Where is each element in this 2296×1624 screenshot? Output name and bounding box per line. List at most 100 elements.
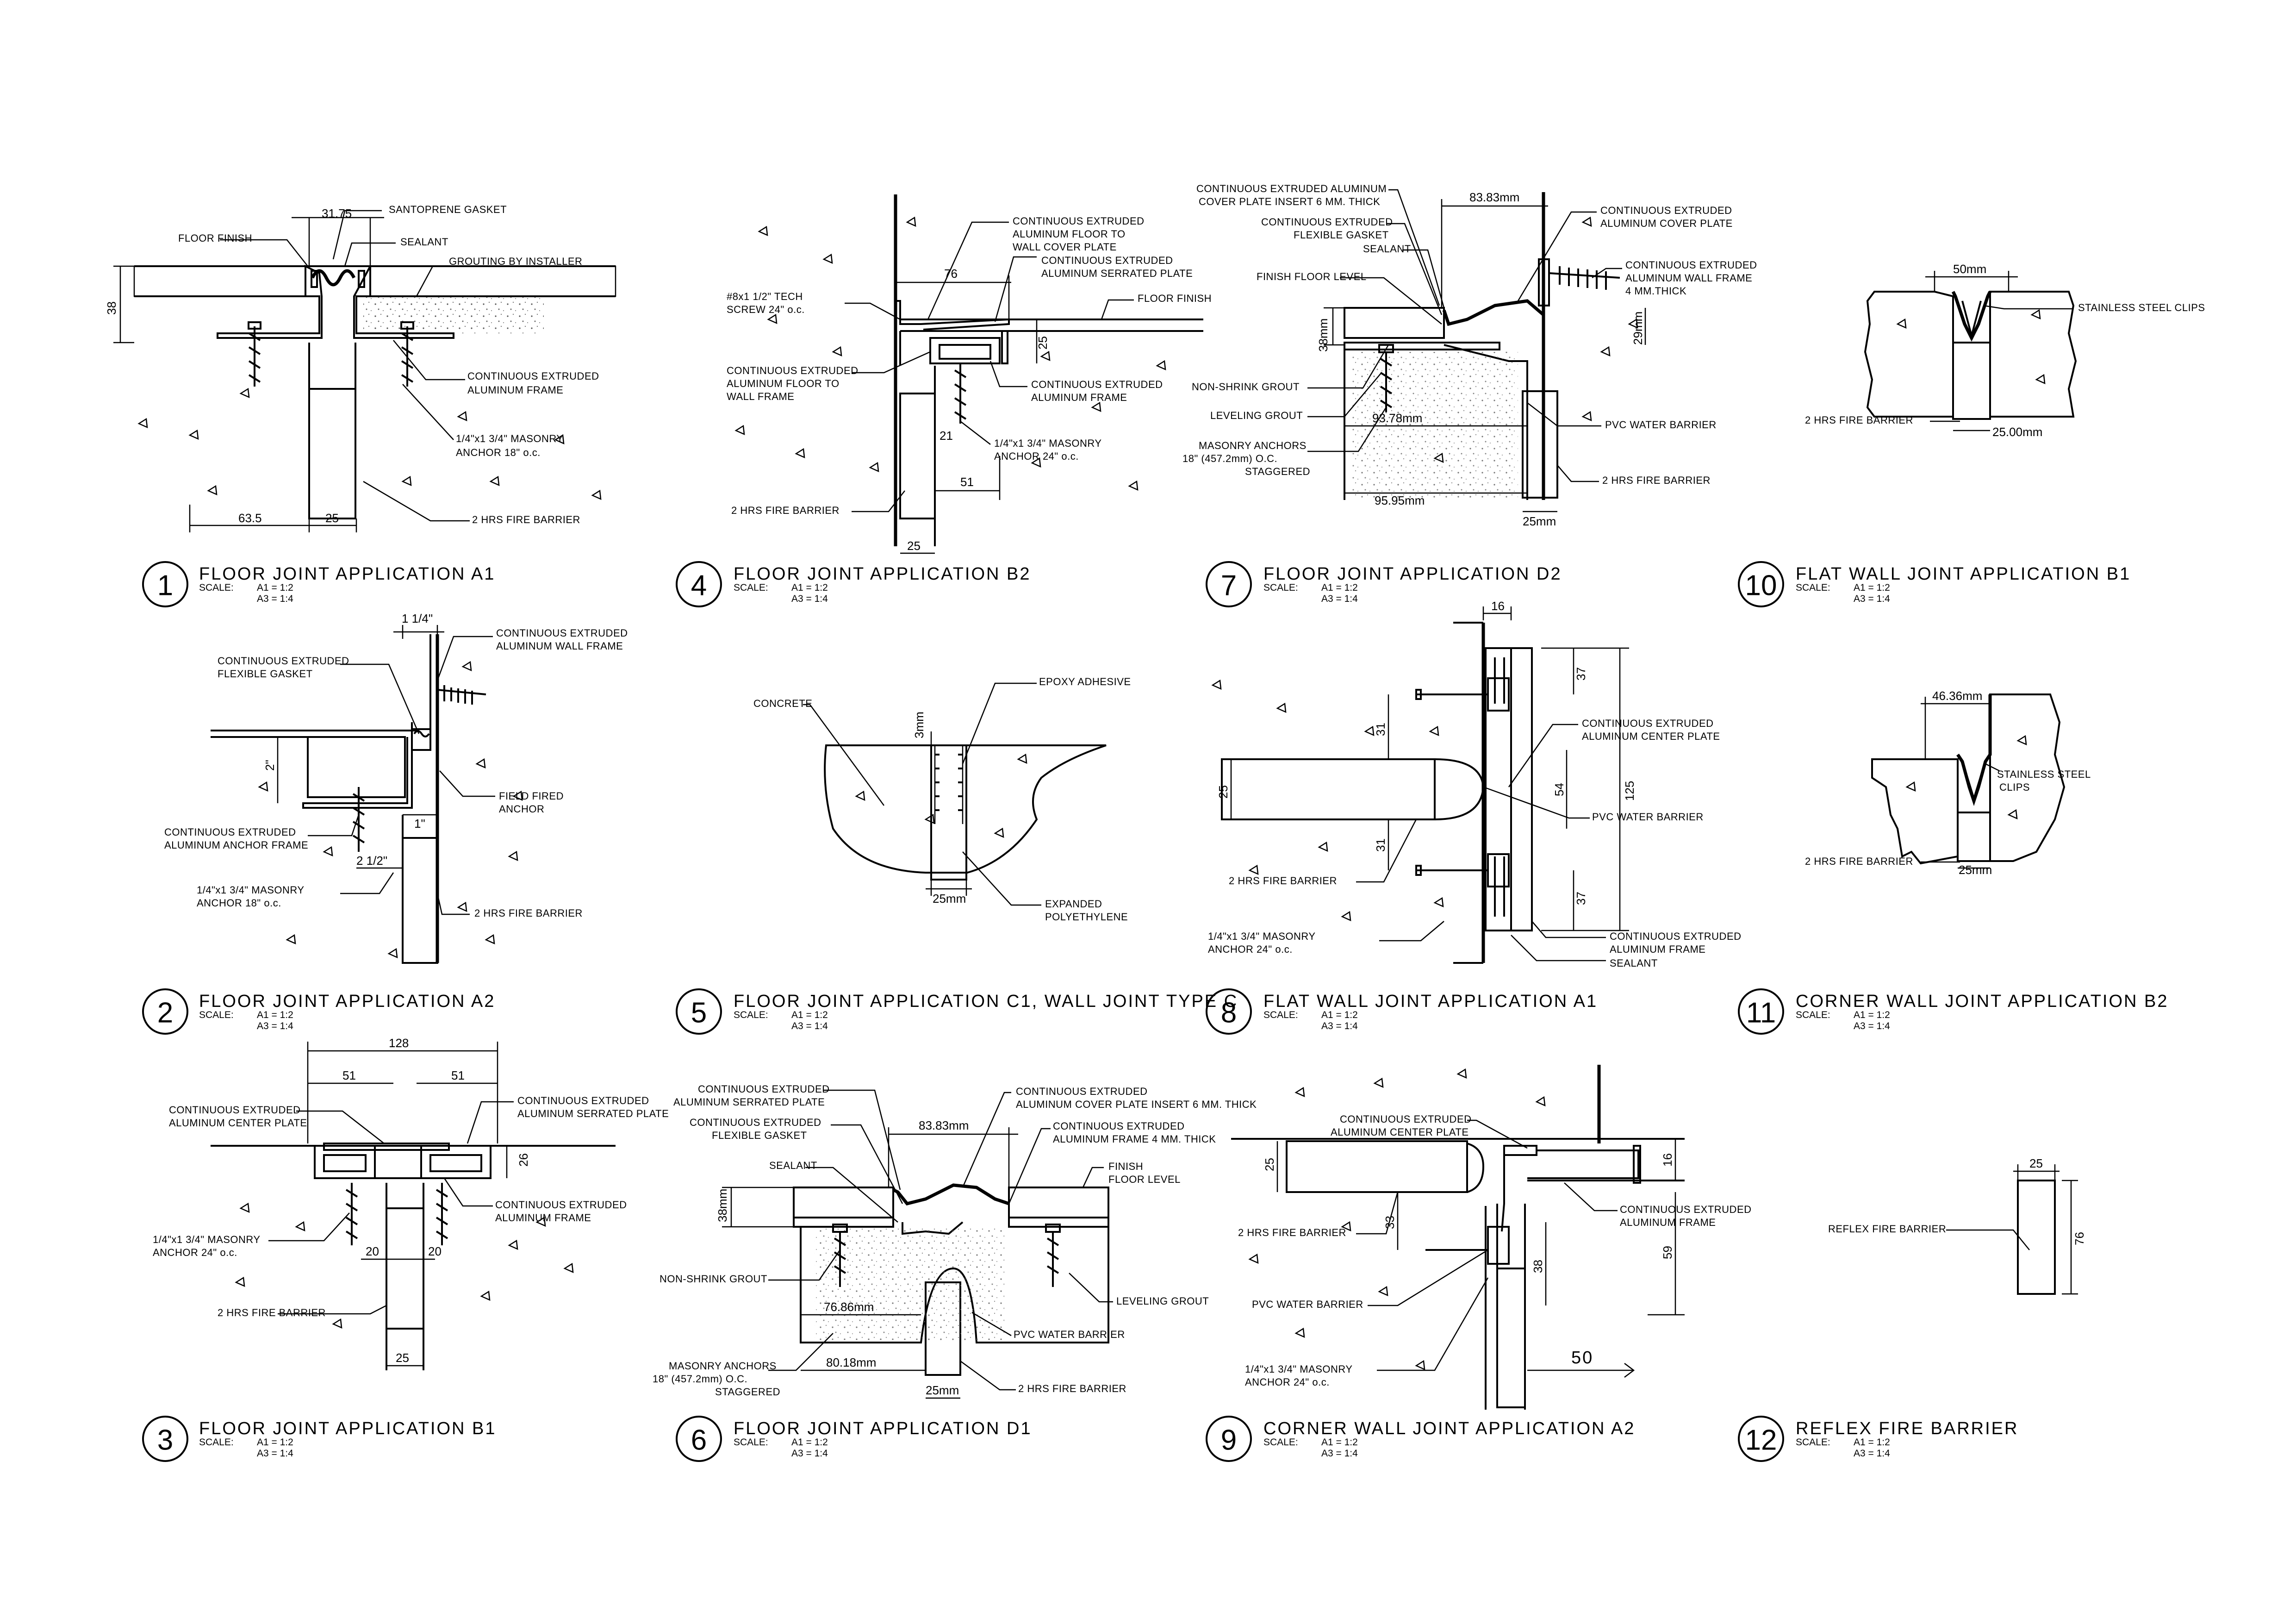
note: PVC WATER BARRIER bbox=[1605, 419, 1717, 431]
note: CONTINUOUS EXTRUDED bbox=[1620, 1204, 1752, 1215]
detail-10-title-block: 10 FLAT WALL JOINT APPLICATION B1 SCALE:… bbox=[1738, 561, 2129, 607]
detail-number: 10 bbox=[1745, 570, 1777, 602]
note: ANCHOR 24" o.c. bbox=[153, 1247, 237, 1258]
note: 2 HRS FIRE BARRIER bbox=[218, 1307, 326, 1318]
detail-3-annotations: CONTINUOUS EXTRUDED ALUMINUM CENTER PLAT… bbox=[153, 1036, 669, 1365]
detail-title: REFLEX FIRE BARRIER bbox=[1796, 1419, 2018, 1438]
detail-number: 7 bbox=[1221, 570, 1237, 602]
note: ANCHOR 18" o.c. bbox=[197, 897, 281, 909]
note: ANCHOR bbox=[499, 803, 544, 815]
dimension: 3mm bbox=[912, 712, 926, 738]
scale-a3: A3 = 1:4 bbox=[1854, 593, 1890, 604]
detail-1-drawing bbox=[113, 217, 616, 532]
note: CONTINUOUS EXTRUDED bbox=[467, 370, 599, 382]
dimension: 20 bbox=[366, 1244, 379, 1258]
detail-8-annotations: CONTINUOUS EXTRUDED ALUMINUM CENTER PLAT… bbox=[1208, 599, 1741, 969]
detail-11-leaders bbox=[1921, 763, 2000, 863]
note: ANCHOR 24" o.c. bbox=[1245, 1376, 1330, 1388]
scale-label: SCALE: bbox=[1263, 1010, 1298, 1020]
detail-3-title-block: 3 FLOOR JOINT APPLICATION B1 SCALE: A1 =… bbox=[142, 1416, 495, 1462]
note: CONTINUOUS EXTRUDED ALUMINUM bbox=[1196, 183, 1387, 194]
detail-6-drawing bbox=[722, 1127, 1109, 1399]
note: SEALANT bbox=[1363, 243, 1411, 255]
dimension: 1 1/4" bbox=[402, 612, 433, 625]
note: ALUMINUM SERRATED PLATE bbox=[517, 1108, 669, 1119]
detail-5: CONCRETE EPOXY ADHESIVE EXPANDED POLYETH… bbox=[676, 676, 1238, 1035]
note: CONTINUOUS EXTRUDED bbox=[1261, 216, 1393, 228]
note: ALUMINUM WALL FRAME bbox=[496, 640, 623, 652]
scale-a1: A1 = 1:2 bbox=[791, 1437, 828, 1448]
dimension: 21 bbox=[940, 429, 953, 443]
dimension: 25mm bbox=[933, 892, 966, 906]
dimension: 83.83mm bbox=[919, 1118, 969, 1132]
scale-label: SCALE: bbox=[734, 582, 768, 593]
note: STAGGERED bbox=[715, 1386, 780, 1398]
note: ANCHOR 24" o.c. bbox=[1208, 943, 1293, 955]
dimension: 76.86mm bbox=[824, 1300, 874, 1314]
detail-8: CONTINUOUS EXTRUDED ALUMINUM CENTER PLAT… bbox=[1206, 599, 1741, 1035]
detail-4-drawing bbox=[735, 194, 1203, 554]
dimension: 25.00mm bbox=[1992, 425, 2042, 439]
detail-11-title-block: 11 CORNER WALL JOINT APPLICATION B2 SCAL… bbox=[1738, 988, 2167, 1035]
detail-10: STAINLESS STEEL CLIPS 2 HRS FIRE BARRIER… bbox=[1738, 262, 2205, 607]
note: SEALANT bbox=[769, 1160, 817, 1171]
scale-a1: A1 = 1:2 bbox=[1321, 1010, 1358, 1020]
note: ALUMINUM CENTER PLATE bbox=[1582, 731, 1720, 742]
scale-a3: A3 = 1:4 bbox=[257, 1448, 293, 1459]
dimension: 25 bbox=[2029, 1156, 2043, 1170]
dimension: 25 bbox=[1216, 785, 1230, 799]
note: NON-SHRINK GROUT bbox=[1192, 381, 1300, 393]
dimension: 25 bbox=[396, 1351, 409, 1365]
detail-2-title-block: 2 FLOOR JOINT APPLICATION A2 SCALE: A1 =… bbox=[142, 988, 494, 1035]
detail-5-drawing bbox=[824, 731, 1107, 896]
detail-12: REFLEX FIRE BARRIER 25 76 12 REFLEX FIRE… bbox=[1738, 1156, 2086, 1462]
dimension: 2 1/2" bbox=[356, 854, 387, 868]
note: LEVELING GROUT bbox=[1116, 1295, 1209, 1307]
detail-4-leaders bbox=[845, 221, 1134, 512]
detail-10-drawing bbox=[1864, 271, 2077, 431]
detail-number-bubble bbox=[1206, 988, 1252, 1035]
scale-a1: A1 = 1:2 bbox=[257, 582, 293, 593]
detail-number: 1 bbox=[157, 570, 173, 602]
note: FIELD FIRED bbox=[499, 790, 564, 802]
dimension: 1" bbox=[414, 817, 425, 831]
note: PVC WATER BARRIER bbox=[1252, 1299, 1363, 1310]
note: ALUMINUM CENTER PLATE bbox=[1331, 1126, 1469, 1138]
detail-5-annotations: CONCRETE EPOXY ADHESIVE EXPANDED POLYETH… bbox=[753, 676, 1131, 923]
dimension: 76 bbox=[2072, 1232, 2086, 1245]
note: MASONRY ANCHORS bbox=[1199, 440, 1307, 451]
dimension: 51 bbox=[451, 1068, 465, 1082]
dimension: 50 bbox=[1571, 1348, 1593, 1368]
detail-5-leaders bbox=[803, 682, 1041, 906]
detail-number: 6 bbox=[691, 1424, 707, 1456]
note: 1/4"x1 3/4" MASONRY bbox=[994, 437, 1102, 449]
detail-number-bubble bbox=[142, 988, 188, 1035]
detail-number-bubble bbox=[1738, 1416, 1784, 1462]
detail-10-leaders bbox=[1930, 305, 2073, 422]
detail-title: FLOOR JOINT APPLICATION C1, WALL JOINT T… bbox=[734, 992, 1238, 1011]
dimension: 31 bbox=[1374, 723, 1388, 736]
detail-1-title-block: 1 FLOOR JOINT APPLICATION A1 SCALE: A1 =… bbox=[142, 561, 494, 607]
scale-label: SCALE: bbox=[1796, 1010, 1830, 1020]
note: POLYETHYLENE bbox=[1045, 911, 1128, 923]
scale-a3: A3 = 1:4 bbox=[1854, 1021, 1890, 1031]
note: GROUTING BY INSTALLER bbox=[449, 256, 582, 267]
note: SANTOPRENE GASKET bbox=[389, 204, 507, 215]
note: SCREW 24" o.c. bbox=[727, 304, 805, 315]
note: FLEXIBLE GASKET bbox=[218, 668, 313, 680]
dimension: 25mm bbox=[926, 1383, 959, 1397]
note: ALUMINUM WALL FRAME bbox=[1625, 272, 1752, 284]
detail-3-drawing bbox=[211, 1042, 616, 1370]
detail-2: CONTINUOUS EXTRUDED ALUMINUM WALL FRAME … bbox=[142, 612, 628, 1035]
scale-label: SCALE: bbox=[734, 1437, 768, 1448]
detail-number: 8 bbox=[1221, 997, 1237, 1029]
note: CONTINUOUS EXTRUDED bbox=[496, 627, 628, 639]
detail-8-drawing bbox=[1212, 606, 1629, 964]
detail-7: CONTINUOUS EXTRUDED ALUMINUM COVER PLATE… bbox=[1182, 183, 1757, 607]
detail-12-drawing bbox=[2013, 1164, 2078, 1295]
detail-12-annotations: REFLEX FIRE BARRIER 25 76 bbox=[1828, 1156, 2086, 1245]
note: ALUMINUM FRAME bbox=[467, 384, 563, 396]
note: CONTINUOUS EXTRUDED bbox=[1053, 1120, 1185, 1132]
note: ALUMINUM ANCHOR FRAME bbox=[164, 839, 308, 851]
note: CLIPS bbox=[1999, 781, 2030, 793]
